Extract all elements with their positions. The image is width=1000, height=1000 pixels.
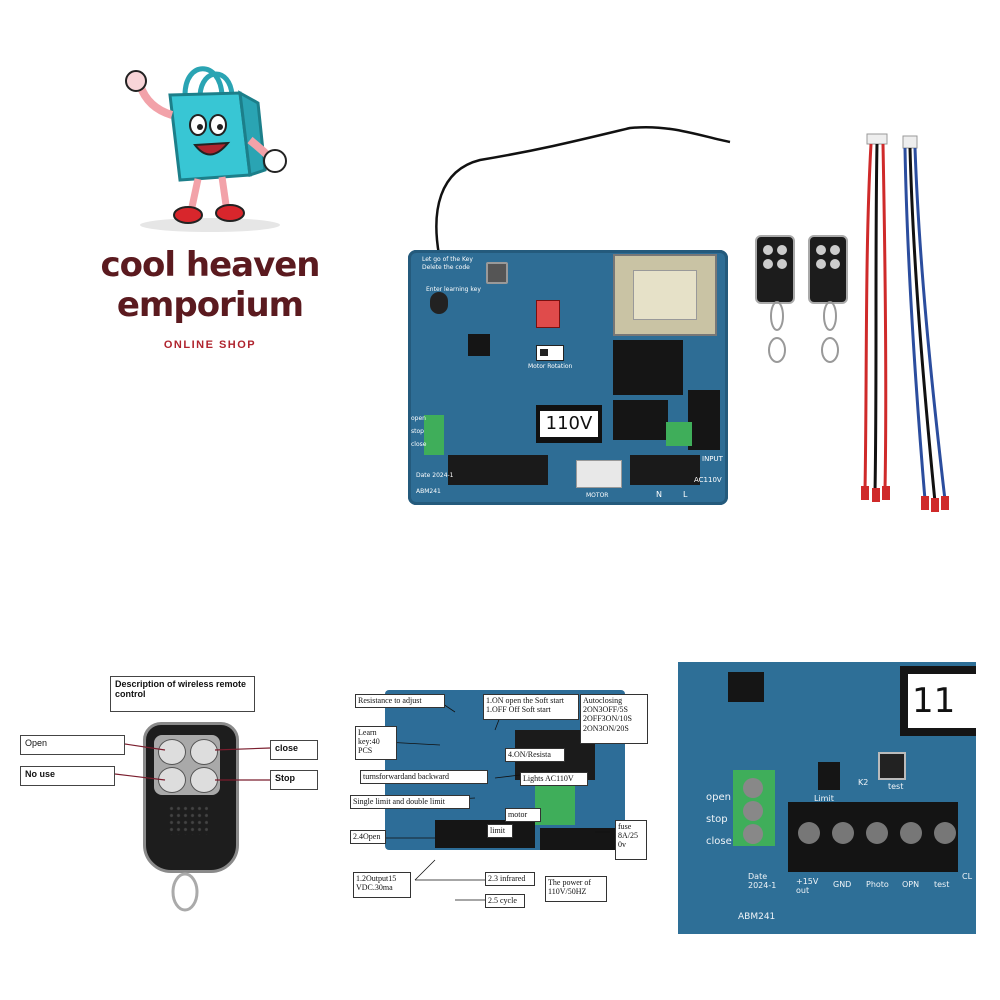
callout-soft-start: 1.ON open the Soft start 1.OFF Off Soft … <box>483 694 579 720</box>
power-terminal-block <box>630 455 700 485</box>
zoom-bottom-opn: OPN <box>902 880 920 889</box>
zoom-test-label: test <box>888 782 904 791</box>
label-no-use-box: No use <box>20 766 115 786</box>
brand-logo: cool heaven emporium ONLINE SHOP <box>100 55 321 375</box>
callout-lines <box>114 743 271 781</box>
callout-limit-type: Single limit and double limit <box>350 795 470 809</box>
transformer <box>613 254 717 336</box>
callout-fuse: fuse 8A/25 0v <box>615 820 647 860</box>
remote-2 <box>808 235 848 304</box>
callout-cycle: 2.5 cycle <box>485 894 525 908</box>
learn-text: Let go of the Key <box>422 256 473 263</box>
wire-harness-icon <box>861 133 949 512</box>
label-close: close <box>411 441 427 448</box>
zoom-detail-photo: 11 open stop close Limit K2 test Date 20… <box>678 662 976 934</box>
arrow-up-button-right <box>190 739 218 765</box>
white-connector <box>576 460 622 488</box>
callout-turns: turnsforwardand backward <box>360 770 488 784</box>
callout-output: 1.2Output15 VDC.30ma <box>353 872 411 898</box>
zoom-model-label: ABM241 <box>738 912 776 922</box>
input-label: INPUT <box>702 455 723 463</box>
callout-open: 2.4Open <box>350 830 386 844</box>
motor-label: MOTOR <box>586 492 609 499</box>
zoom-bottom-15v: +15V out <box>796 877 819 895</box>
callout-resista: 4.ON/Resista <box>505 748 565 762</box>
keyring-icon <box>821 301 839 363</box>
zoom-bottom-cl: CL <box>962 872 973 881</box>
bottom-terminal-block <box>448 455 548 485</box>
label-n: N <box>656 490 662 499</box>
zoom-bottom-test: test <box>934 880 950 889</box>
enter-text: Enter learning key <box>426 286 481 293</box>
callout-autoclosing: Autoclosing 2ON3OFF/5S 2OFF3ON/10S 2ON3O… <box>580 694 648 744</box>
zoom-label-close: close <box>706 836 732 847</box>
zoom-test-button <box>878 752 906 780</box>
pcb-board: 110V Motor Rotation Let go of the Key De… <box>408 250 728 505</box>
voltage-sticker: 110V <box>536 405 602 443</box>
antenna-wire-icon <box>435 126 731 261</box>
callout-lights: Lights AC110V <box>520 772 588 786</box>
voltage-label: 110V <box>540 411 598 437</box>
callout-resistance: Resistance to adjust <box>355 694 445 708</box>
label-open: open <box>411 415 426 422</box>
callout-limit: limit <box>487 824 513 838</box>
zoom-limit-label: Limit <box>814 794 834 803</box>
dip-switch <box>536 300 560 328</box>
label-stop-box: Stop <box>270 770 318 790</box>
callout-power: The power of 110V/50HZ <box>545 876 607 902</box>
remote-diagram-panel: Description of wireless remote control O… <box>15 670 330 920</box>
keyring-icon <box>768 301 786 363</box>
left-green-terminal <box>424 415 444 455</box>
learn-button <box>486 262 508 284</box>
relay-1 <box>613 340 683 395</box>
delete-text: Delete the code <box>422 264 470 271</box>
model-label: ABM241 <box>416 488 441 495</box>
annotated-board-panel: Resistance to adjust 1.ON open the Soft … <box>345 690 650 915</box>
product-main-image: 110V Motor Rotation Let go of the Key De… <box>400 120 980 530</box>
label-open-box: Open <box>20 735 125 755</box>
zoom-bottom-gnd: GND <box>833 880 852 889</box>
zoom-sticker: 11 <box>900 666 976 736</box>
zoom-date-label: Date 2024-1 <box>748 872 777 890</box>
zoom-label-open: open <box>706 792 731 803</box>
callout-learn-key: Learn key:40 PCS <box>355 726 397 760</box>
motor-rotation-label: Motor Rotation <box>528 363 573 370</box>
relay-2 <box>688 390 720 450</box>
zoom-green-terminal <box>733 770 775 846</box>
date-label: Date 2024-1 <box>416 472 454 479</box>
brand-name-line2: emporium <box>116 285 304 325</box>
label-stop: stop <box>411 428 424 435</box>
zoom-k2-label: K2 <box>858 778 869 787</box>
zoom-jumper <box>818 762 840 790</box>
brand-name-line1: cool heaven <box>100 245 321 285</box>
label-close-box: close <box>270 740 318 760</box>
brand-tagline: ONLINE SHOP <box>163 339 257 351</box>
remote-photo <box>143 722 239 873</box>
remote-diagram-title: Description of wireless remote control <box>110 676 255 712</box>
zoom-bottom-photo: Photo <box>866 880 889 889</box>
callout-infrared: 2.3 infrared <box>485 872 535 886</box>
label-l: L <box>683 490 688 499</box>
ac-label: AC110V <box>694 476 722 484</box>
zoom-big-text: 11 <box>908 674 976 728</box>
zoom-chip <box>728 672 764 702</box>
light-green-terminal <box>666 422 692 446</box>
shopping-bag-mascot-icon <box>125 66 287 232</box>
relay-3 <box>613 400 668 440</box>
square-button-right <box>190 767 218 793</box>
zoom-label-stop: stop <box>706 814 728 825</box>
mcu-chip <box>468 334 490 356</box>
keyring-icon <box>171 872 199 912</box>
capacitor <box>430 292 448 314</box>
zoom-terminal-block <box>788 802 958 872</box>
callout-motor: motor <box>505 808 541 822</box>
remote-1 <box>755 235 795 304</box>
slide-switch <box>536 345 564 361</box>
arrow-up-button-left <box>158 739 186 765</box>
